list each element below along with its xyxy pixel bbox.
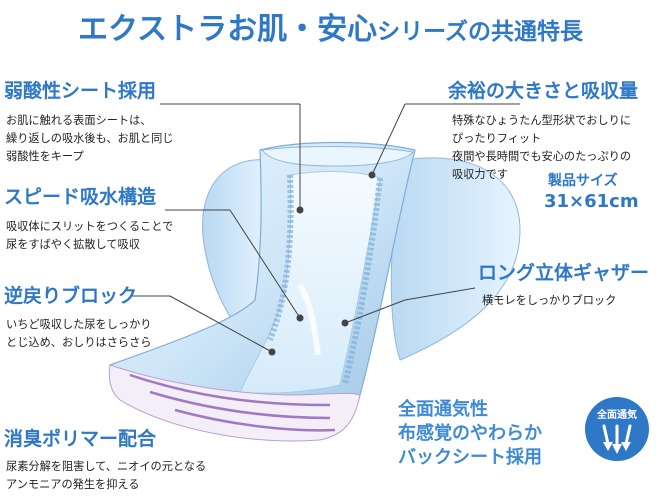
desc-line: いちど吸収した尿をしっかり	[6, 318, 152, 331]
feature-gather-heading: ロング立体ギャザー	[478, 262, 650, 284]
flap-stripe-3	[174, 408, 336, 432]
feature-backflow-desc: いちど吸収した尿をしっかり とじ込め、おしりはさらさら	[6, 316, 151, 352]
feature-capacity-desc: 特殊なひょうたん型形状でおしりに ぴったりフィット 夜間や長時間でも安心のたっぷ…	[452, 112, 631, 184]
feature-backsheet-text: 全面通気性 布感覚のやわらか バックシート採用	[398, 398, 542, 470]
pad-right-wing	[390, 157, 521, 361]
desc-line: 吸収体にスリットをつくることで	[6, 220, 174, 233]
desc-line: とじ込め、おしりはさらさら	[6, 336, 152, 349]
desc-line: 特殊なひょうたん型形状でおしりに	[452, 114, 632, 127]
product-size-label: 製品サイズ	[548, 173, 618, 189]
desc-line: 尿素分解を阻害して、ニオイの元となる	[6, 460, 207, 473]
feature-weak-acid-heading: 弱酸性シート採用	[4, 80, 157, 102]
leader-speed-2	[229, 209, 301, 319]
pad-front-flap	[108, 364, 361, 442]
desc-line: ぴったりフィット	[452, 132, 542, 145]
feature-gather-desc: 横モレをしっかりブロック	[482, 292, 616, 310]
feature-backflow-heading: 逆戻りブロック	[4, 285, 138, 307]
feature-weak-acid-desc: お肌に触れる表面シートは、 繰り返しの吸水後も、お肌と同じ 弱酸性をキープ	[6, 112, 173, 166]
title-part-2: お肌・安心	[227, 12, 378, 47]
flap-stripe-1	[129, 373, 331, 407]
desc-line: 夜間や長時間でも安心のたっぷりの	[452, 150, 632, 163]
leader-capacity-2	[371, 103, 406, 176]
page-title: エクストラお肌・安心シリーズの共通特長	[0, 4, 661, 47]
desc-line: アンモニアの発生を抑える	[6, 478, 140, 491]
feature-deodor-desc: 尿素分解を阻害して、ニオイの元となる アンモニアの発生を抑える	[6, 458, 206, 494]
desc-line: お肌に触れる表面シートは、	[6, 114, 152, 127]
leader-gather	[404, 287, 476, 301]
title-part-1: エクストラ	[78, 12, 228, 47]
leader-backflow-2	[169, 295, 273, 353]
desc-line: 尿をすばやく拡散して吸収	[6, 238, 140, 251]
backsheet-line: バックシート採用	[398, 447, 542, 468]
breathable-badge-icon	[585, 397, 649, 461]
feature-deodor-heading: 消臭ポリマー配合	[4, 428, 157, 450]
right-gather	[342, 177, 383, 386]
desc-line: 弱酸性をキープ	[6, 150, 84, 163]
core-slit	[297, 283, 321, 356]
feature-speed-heading: スピード吸水構造	[4, 186, 157, 208]
flap-stripe-2	[149, 390, 331, 420]
desc-line: 横モレをしっかりブロック	[482, 294, 617, 307]
badge-label: 全面通気	[597, 410, 637, 421]
feature-capacity-heading: 余裕の大きさと吸収量	[448, 80, 639, 102]
product-size-value: 31×61cm	[544, 191, 639, 212]
desc-line: 繰り返しの吸水後も、お肌と同じ	[6, 132, 174, 145]
leader-gather-2	[344, 299, 406, 324]
backsheet-line: 布感覚のやわらか	[398, 423, 542, 444]
title-part-3: シリーズの共通特長	[377, 19, 583, 45]
desc-line: 吸収力です	[452, 168, 508, 181]
feature-speed-desc: 吸収体にスリットをつくることで 尿をすばやく拡散して吸収	[6, 218, 173, 254]
backsheet-line: 全面通気性	[398, 399, 488, 420]
